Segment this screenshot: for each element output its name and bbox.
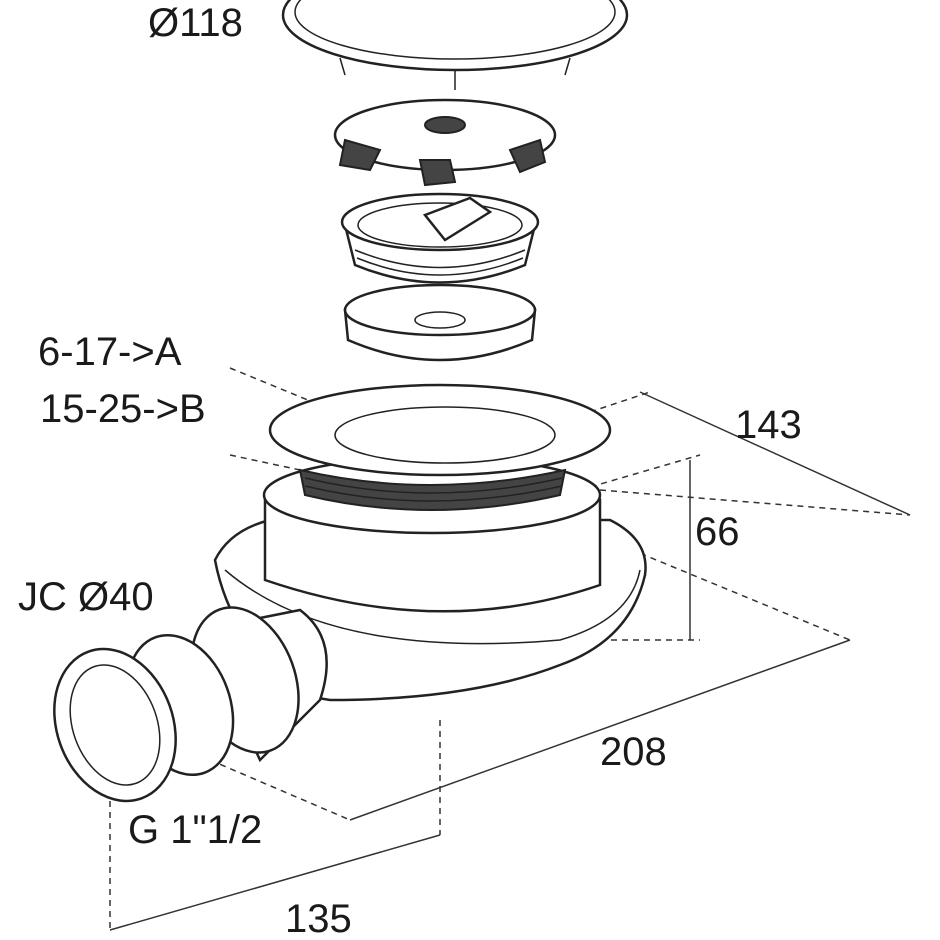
dimension-lines bbox=[109, 367, 911, 931]
width-label: 143 bbox=[735, 403, 802, 447]
length-label: 208 bbox=[600, 730, 667, 774]
flange-ring bbox=[268, 383, 612, 477]
outlet-label: JC Ø40 bbox=[18, 575, 154, 619]
drain-cover bbox=[281, 0, 629, 90]
outlet-pipe bbox=[53, 606, 328, 803]
cover-diameter-label: Ø118 bbox=[148, 1, 243, 45]
range-a-label: 6-17->A bbox=[38, 330, 182, 374]
height-label: 66 bbox=[695, 510, 740, 554]
drain-body bbox=[213, 455, 647, 702]
range-b-label: 15-25->B bbox=[40, 387, 206, 431]
trap-basket bbox=[340, 192, 540, 284]
outlet-offset-label: 135 bbox=[285, 897, 352, 940]
thread-label: G 1"1/2 bbox=[128, 808, 262, 852]
trap-ring bbox=[343, 283, 537, 362]
grate-support bbox=[333, 98, 557, 187]
